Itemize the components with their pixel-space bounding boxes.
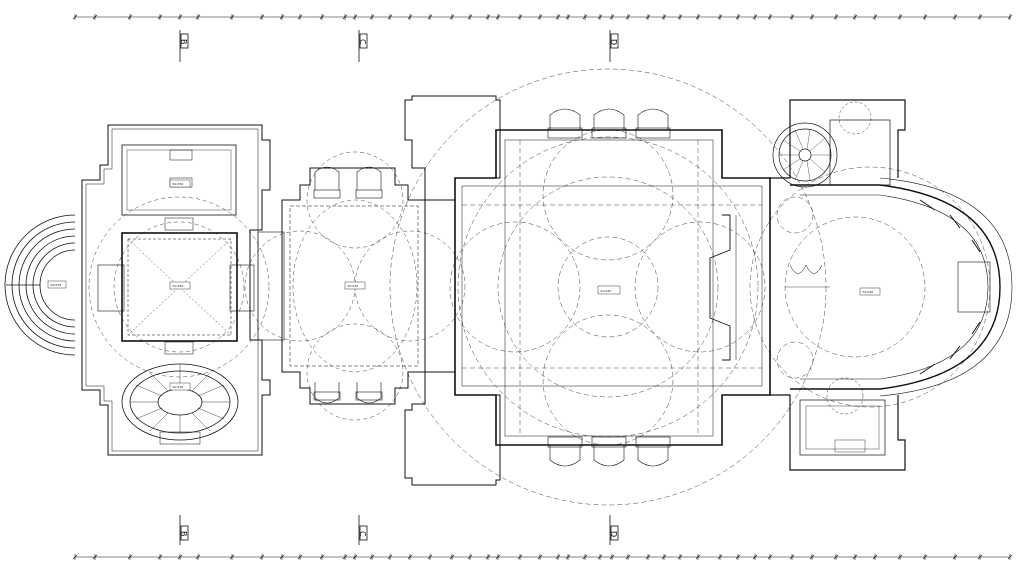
top-dimension-line xyxy=(72,14,1013,20)
level-label-apse: ±0.030 xyxy=(50,283,61,287)
section-marker-top-c xyxy=(358,30,368,62)
west-oval-stair xyxy=(121,363,239,445)
west-apse-steps xyxy=(4,214,76,356)
section-label-bottom-c: C xyxy=(358,531,367,537)
west-crossing xyxy=(88,196,270,378)
narthex-niches xyxy=(313,166,383,404)
section-label-top-b: B xyxy=(179,39,188,45)
nave-window-niches xyxy=(547,108,671,467)
section-marker-bottom-b xyxy=(179,515,189,545)
level-label-north-room: ±0.030 xyxy=(172,182,183,186)
level-label-south-stair: ±0.030 xyxy=(172,385,183,389)
section-label-bottom-b: B xyxy=(179,531,188,537)
connector-walls xyxy=(404,95,501,486)
iconostasis xyxy=(709,214,830,361)
sanctuary-walls xyxy=(770,99,1013,471)
level-label-nave-center: ±0.030 xyxy=(600,289,611,293)
narthex-walls xyxy=(257,167,426,405)
nave-walls xyxy=(454,129,771,446)
level-labels: ±0.030 ±0.030 ±0.030 ±0.030 ±0.030 ±0.03… xyxy=(47,179,881,391)
section-marker-bottom-c xyxy=(358,515,368,545)
section-marker-top-b xyxy=(179,30,189,62)
east-spiral-stair xyxy=(772,101,891,188)
west-north-room xyxy=(121,144,237,216)
section-label-top-d: D xyxy=(609,39,618,45)
level-label-nave-west: ±0.030 xyxy=(347,284,358,288)
section-labels: B C D B C D xyxy=(179,39,618,537)
narthex-vault-circles xyxy=(244,151,466,421)
west-block-walls xyxy=(81,124,271,456)
section-label-bottom-d: D xyxy=(609,531,618,537)
level-label-narthex: ±0.030 xyxy=(172,284,183,288)
section-marker-top-d xyxy=(609,30,619,62)
level-label-altar: ±0.030 xyxy=(862,290,873,294)
east-southeast-room xyxy=(799,377,886,456)
section-label-top-c: C xyxy=(358,39,367,45)
sanctuary-circles xyxy=(749,166,991,408)
bottom-dimension-line xyxy=(72,554,1013,560)
section-marker-bottom-d xyxy=(609,515,619,545)
